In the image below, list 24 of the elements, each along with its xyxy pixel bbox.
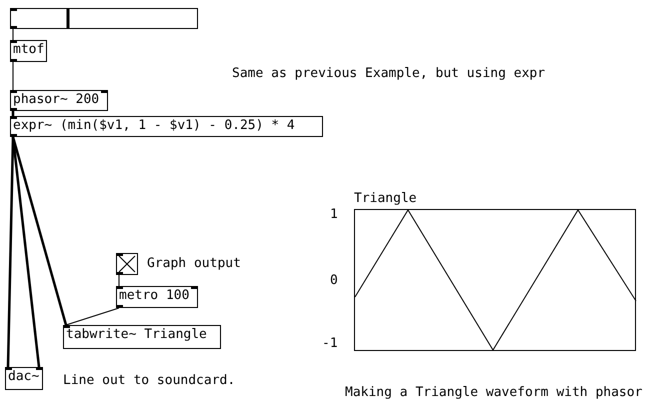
object-box: metro 100 — [116, 286, 198, 308]
slider — [10, 8, 198, 29]
object-box: dac~ — [5, 367, 43, 390]
object-box: tabwrite~ Triangle — [63, 325, 221, 349]
comment-text: Making a Triangle waveform with phasor — [345, 385, 642, 400]
comment-text: Graph output — [147, 256, 241, 271]
tick-label: 0 — [330, 273, 338, 288]
patch-cord — [6, 136, 14, 368]
patch-cord — [66, 308, 120, 326]
patch-cord — [12, 136, 68, 326]
object-box: phasor~ 200 — [10, 90, 108, 111]
toggle-box — [116, 253, 138, 275]
object-box: mtof — [10, 40, 47, 62]
tick-label: 1 — [330, 207, 338, 222]
graph-title: Triangle — [354, 191, 417, 207]
tick-label: -1 — [322, 336, 338, 351]
comment-text: Line out to soundcard. — [63, 373, 236, 388]
patch-cord — [12, 111, 14, 116]
patch-cord — [12, 28, 14, 40]
object-box: expr~ (min($v1, 1 - $v1) - 0.25) * 4 — [10, 116, 323, 137]
patch-cord — [12, 136, 40, 368]
patch-cord — [118, 274, 120, 286]
patch-cord — [12, 62, 14, 90]
comment-text: Same as previous Example, but using expr — [232, 66, 546, 81]
